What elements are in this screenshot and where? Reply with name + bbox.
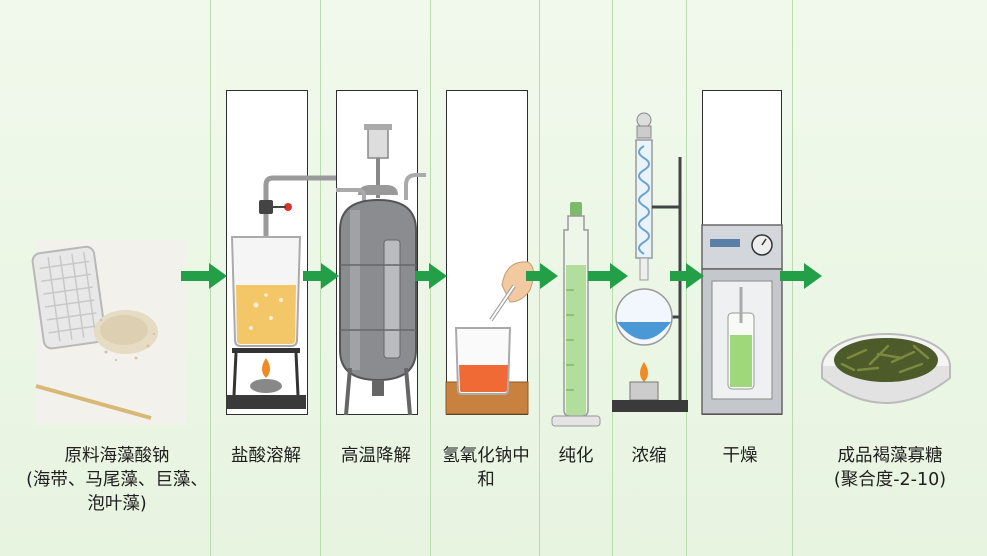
step-label-line: 高温降解 (341, 446, 411, 466)
purification-column-image (551, 202, 601, 427)
raw-material-image (31, 240, 186, 425)
step-label-concentration: 浓缩 (614, 444, 684, 468)
step-label-line: 和 (477, 470, 495, 490)
flow-arrow-2 (303, 263, 339, 289)
final-product-image (821, 333, 951, 404)
drying-oven-image (701, 224, 783, 415)
step-label-line: 盐酸溶解 (231, 446, 301, 466)
step-label-high-temp-degradation: 高温降解 (324, 444, 428, 468)
reactor-vessel-image (336, 124, 426, 416)
condenser-apparatus-image (612, 112, 688, 412)
step-label-drying: 干燥 (690, 444, 790, 468)
step-label-line: 泡叶藻) (87, 494, 147, 514)
step-label-line: 干燥 (722, 446, 758, 466)
step-label-line: (聚合度-2-10) (833, 470, 947, 490)
step-label-neutralization: 氢氧化钠中 和 (434, 444, 538, 492)
step-label-final-product: 成品褐藻寡糖 (聚合度-2-10) (800, 444, 980, 492)
flow-arrow-4 (526, 263, 558, 289)
flow-arrow-6 (670, 263, 704, 289)
step-label-line: 浓缩 (631, 446, 667, 466)
flow-arrow-5 (588, 263, 628, 289)
flow-arrow-1 (181, 263, 227, 289)
step-label-raw-material: 原料海藻酸钠 (海带、马尾藻、巨藻、 泡叶藻) (18, 444, 216, 516)
step-label-line: 氢氧化钠中 (442, 446, 530, 466)
step-label-line: 成品褐藻寡糖 (837, 446, 943, 466)
step-label-purification: 纯化 (541, 444, 611, 468)
flow-arrow-3 (415, 263, 447, 289)
step-label-line: (海带、马尾藻、巨藻、 (26, 470, 208, 490)
flow-arrow-7 (780, 263, 822, 289)
neutralization-apparatus-image (445, 261, 534, 415)
step-label-line: 原料海藻酸钠 (64, 446, 170, 466)
step-label-line: 纯化 (558, 446, 594, 466)
step-label-acid-dissolution: 盐酸溶解 (214, 444, 318, 468)
